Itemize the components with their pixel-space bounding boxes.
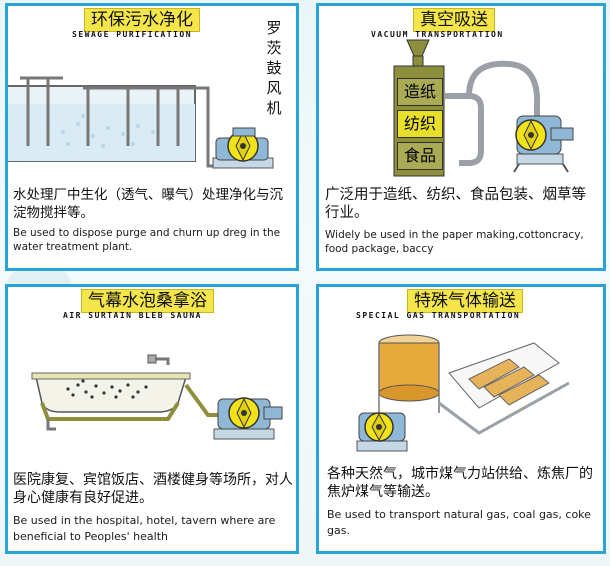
tower-label-textile: 纺织 [397, 110, 443, 138]
panel-special-gas-transportation: 特殊气体输送 SPECIAL GAS TRANSPORTATION 各种天然气，… [316, 284, 606, 554]
gas-transport-illustration [356, 334, 570, 452]
description-en: Widely be used in the paper making,cotto… [325, 229, 584, 255]
panel-title-en: SPECIAL GAS TRANSPORTATION [356, 311, 521, 320]
panel-air-curtain-sauna: 气幕水泡桑拿浴 AIR SURTAIN BLEB SAUNA 医院康复、宾馆饭店… [5, 284, 299, 554]
panel-title-en: VACUUM TRANSPORTATION [371, 30, 504, 39]
panel-title-cn: 特殊气体输送 [407, 289, 523, 313]
panel-title-cn: 环保污水净化 [84, 8, 200, 32]
sewage-tank-illustration [8, 76, 274, 169]
tower-label-food: 食品 [397, 142, 443, 170]
blower-label: 罗茨鼓风机 [266, 19, 282, 117]
sauna-bath-illustration [31, 354, 283, 440]
description-cn: 广泛用于造纸、纺织、食品包装、烟草等行业。 [325, 187, 586, 221]
vacuum-system-illustration [393, 39, 574, 177]
panel-title-cn: 真空吸送 [413, 8, 495, 32]
description-cn: 医院康复、宾馆饭店、酒楼健身等场所，对人身心健康有良好促进。 [13, 472, 293, 506]
description-en: Be used in the hospital, hotel, tavern w… [13, 514, 276, 543]
panel-title-en: AIR SURTAIN BLEB SAUNA [63, 311, 202, 320]
panel-vacuum-transportation: 真空吸送 VACUUM TRANSPORTATION 造纸 纺织 食品 广泛用于… [316, 3, 606, 271]
panel-title-en: SEWAGE PURIFICATION [72, 30, 193, 39]
panel-sewage-purification: 环保污水净化 SEWAGE PURIFICATION 罗茨鼓风机 水处理厂中生化… [5, 3, 299, 271]
description-cn: 水处理厂中生化（透气、曝气）处理净化与沉淀物搅拌等。 [13, 187, 283, 221]
description-en: Be used to transport natural gas, coal g… [327, 508, 591, 537]
description-cn: 各种天然气，城市煤气力站供给、炼焦厂的焦炉煤气等输送。 [327, 466, 593, 500]
panel-title-cn: 气幕水泡桑拿浴 [81, 289, 214, 313]
description-en: Be used to dispose purge and churn up dr… [13, 227, 281, 253]
tower-label-paper: 造纸 [397, 78, 443, 106]
